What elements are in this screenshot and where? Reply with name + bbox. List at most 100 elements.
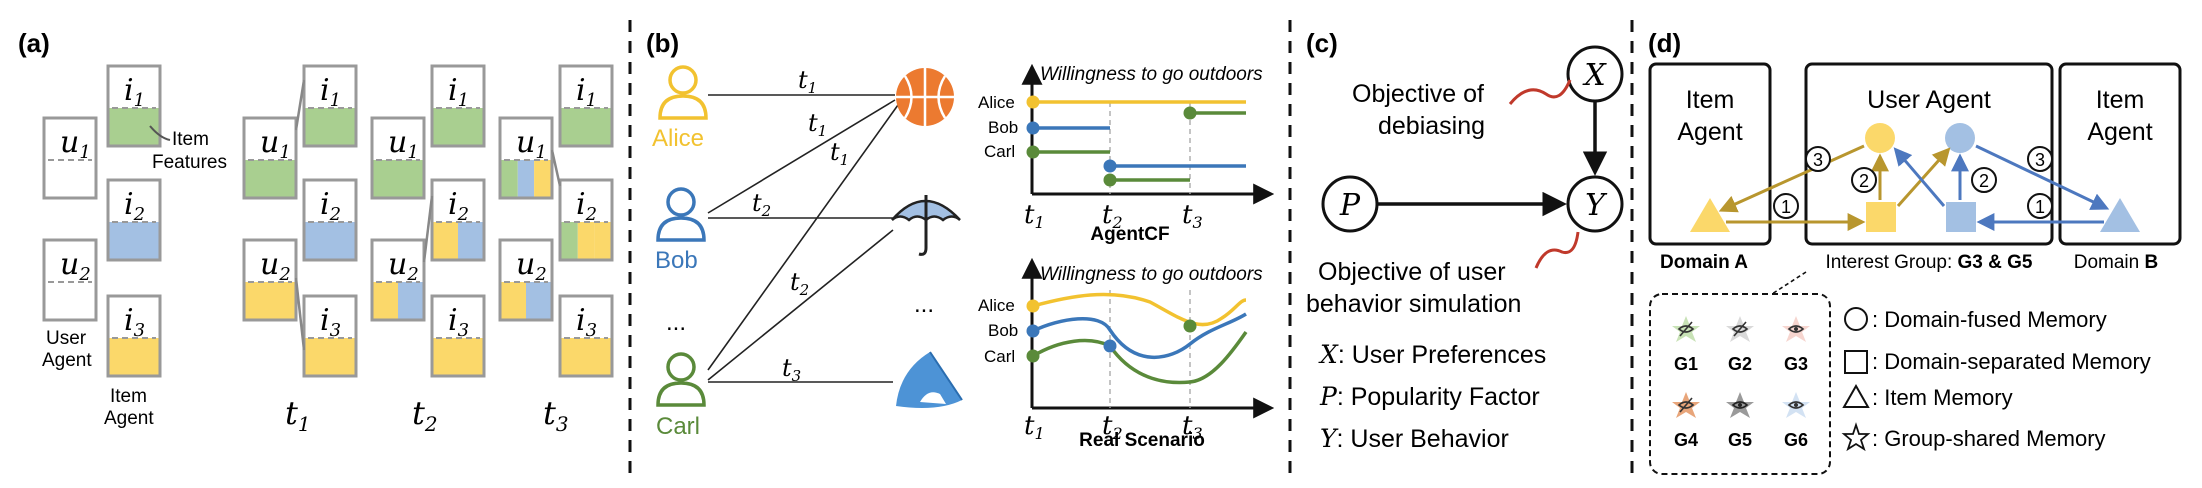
objective-debiasing-line2: debiasing: [1378, 112, 1485, 140]
chart2-label-bob: Bob: [988, 321, 1018, 340]
chart2-curve-carl: [1032, 330, 1248, 385]
item-agent-left-label-1: Item: [1686, 86, 1735, 114]
svg-text:i1: i1: [124, 73, 145, 111]
t1-link-u2-i3: [294, 277, 306, 351]
person-icon-carl: [656, 352, 706, 407]
step-badge-1-left: 1: [1773, 193, 1799, 219]
item-agent-label-1: Item: [110, 386, 147, 407]
domain-fused-memory-g5: [1945, 123, 1975, 153]
node-y: Y: [1566, 175, 1624, 233]
edge-label-t2-bob: t2: [752, 189, 771, 220]
group-label-g6: G6: [1784, 430, 1808, 450]
chart2-curve-bob: [1032, 312, 1247, 360]
chart2-point-bob: [1026, 324, 1040, 338]
t2-user-box-u1: u1: [370, 116, 426, 200]
svg-text:i1: i1: [448, 73, 469, 111]
legend-circle-icon: [1844, 307, 1868, 331]
chart1-point-bob: [1026, 121, 1040, 135]
svg-text:i2: i2: [320, 187, 341, 225]
t3-item-box-i2: i2: [558, 178, 614, 262]
groups-box: [1649, 293, 1831, 475]
chart1-point-carl: [1026, 145, 1040, 159]
t1-user-box-u1: u1: [242, 116, 298, 200]
chart2-caption: Real Scenario: [1079, 430, 1205, 451]
legend-p: P: Popularity Factor: [1319, 382, 1540, 411]
svg-text:i1: i1: [320, 73, 341, 111]
svg-text:u1: u1: [516, 125, 547, 163]
t1-item-box-i3: i3: [302, 294, 358, 378]
svg-text:u2: u2: [388, 247, 419, 285]
item-features-label-2: Features: [152, 152, 227, 173]
chart1-point-carl-t3: [1183, 106, 1197, 120]
chart2-curve-alice: [1032, 292, 1247, 327]
chart-real-scenario: Willingness to go outdoors Alice Bob Car…: [978, 257, 1275, 451]
legend-group-shared: : Group-shared Memory: [1872, 426, 2106, 451]
chart1-title: Willingness to go outdoors: [1040, 64, 1263, 85]
svg-text:1: 1: [2035, 197, 2045, 217]
chart2-label-alice: Alice: [978, 296, 1015, 315]
svg-text:i2: i2: [576, 187, 597, 225]
legend-y: Y: User Behavior: [1320, 424, 1509, 453]
user-agent-label-1: User: [46, 328, 87, 349]
group-label-g4: G4: [1674, 430, 1698, 450]
chart1-label-carl: Carl: [984, 142, 1015, 161]
item-box-i3: i3: [106, 294, 162, 378]
t3-user-box-u1: u1: [498, 116, 554, 200]
t1-item-box-i1: i1: [302, 64, 358, 148]
time-label-t1: t1: [285, 394, 311, 436]
svg-text:X: X: [1582, 58, 1607, 93]
svg-text:i3: i3: [124, 303, 145, 341]
svg-text:i2: i2: [448, 187, 469, 225]
group-icon-g4: [1672, 392, 1700, 418]
user-agent-label-2: Agent: [42, 350, 92, 371]
group-icon-g5: [1726, 392, 1754, 418]
pointer-user-behavior: [1534, 231, 1580, 269]
objective-user-line1: Objective of user: [1318, 258, 1506, 286]
arrow-blue-3: [1975, 144, 2110, 210]
chart2-label-carl: Carl: [984, 347, 1015, 366]
svg-text:P: P: [1339, 188, 1361, 223]
user-agent-label: User Agent: [1867, 86, 1991, 114]
step-badge-2-left: 2: [1851, 167, 1877, 193]
interaction-lines: [707, 94, 899, 383]
step-badge-1-right: 1: [2027, 193, 2053, 219]
step-badge-3-left: 3: [1805, 146, 1831, 172]
user-box-u2: u2: [42, 238, 98, 322]
user-label-bob: Bob: [655, 247, 698, 274]
svg-text:u1: u1: [260, 125, 291, 163]
chart2-point-alice: [1026, 299, 1040, 313]
groups-box-connector: [1771, 271, 1807, 295]
t2-link-u2-i2: [422, 195, 434, 263]
user-label-alice: Alice: [652, 125, 704, 152]
edge-label-t1-carl: t1: [830, 138, 849, 169]
chart2-point-carl-t3: [1183, 319, 1197, 333]
t2-user-box-u2: u2: [370, 238, 426, 322]
domain-a-label: Domain A: [1660, 252, 1748, 273]
t2-item-box-i2: i2: [430, 178, 486, 262]
group-label-g1: G1: [1674, 354, 1698, 374]
legend-x: X: User Preferences: [1318, 340, 1546, 369]
tent-icon: [896, 351, 963, 408]
chart2-point-carl: [1026, 349, 1040, 363]
panel-label-a: (a): [18, 28, 50, 58]
chart1-tick-t3: t3: [1182, 200, 1203, 232]
node-p: P: [1321, 175, 1379, 233]
svg-text:i3: i3: [576, 303, 597, 341]
svg-text:u2: u2: [260, 247, 291, 285]
item-memory-triangle-b: [2100, 198, 2140, 232]
svg-text:2: 2: [1859, 171, 1869, 191]
panel-label-c: (c): [1306, 28, 1338, 58]
panel-label-d: (d): [1648, 28, 1681, 58]
domain-separated-memory-b: [1946, 202, 1976, 232]
svg-text:i3: i3: [448, 303, 469, 341]
group-icon-g2: [1726, 316, 1754, 342]
chart1-caption: AgentCF: [1090, 224, 1169, 245]
chart1-tick-t1: t1: [1024, 200, 1045, 232]
pointer-debiasing: [1508, 79, 1572, 105]
chart-agentcf: Willingness to go outdoors Alice Bob Car…: [978, 63, 1275, 245]
chart2-point-bob-t2: [1103, 339, 1117, 353]
legend-star-icon: [1841, 422, 1871, 452]
interest-group-label: Interest Group: G3 & G5: [1826, 252, 2033, 273]
legend-triangle-icon: [1842, 383, 1870, 408]
